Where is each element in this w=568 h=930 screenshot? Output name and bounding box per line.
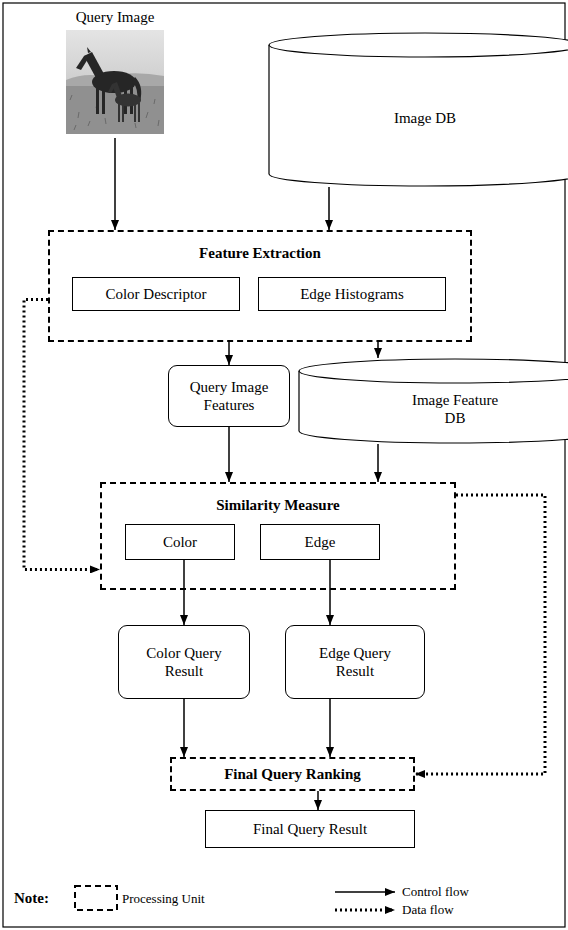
node-label: Feature Extraction (50, 244, 470, 262)
query-photo (66, 30, 164, 134)
node-label: Similarity Measure (102, 496, 454, 514)
processing-unit: Similarity MeasureColor Edge (100, 482, 456, 590)
feature-box: Edge Histograms (258, 277, 446, 311)
data-flow-arrow (415, 495, 545, 774)
node-label: Color Descriptor (105, 285, 206, 303)
control-flow-arrow (328, 187, 330, 230)
legend-text: Processing Unit (122, 891, 205, 907)
node-label: Edge Query Result (309, 644, 401, 680)
query-image: Query Image (63, 8, 167, 138)
control-flow-arrow (183, 699, 185, 757)
legend-control-sample (335, 891, 395, 893)
database-cylinder: Image DB (268, 32, 568, 187)
control-flow-arrow (377, 444, 379, 482)
legend-data-sample (335, 909, 395, 912)
node-label: Image DB (394, 109, 456, 127)
connector-group (24, 138, 545, 810)
cylinder-top (299, 359, 568, 383)
note-label: Note: (14, 889, 49, 907)
processing-unit: Final Query Ranking (170, 757, 415, 791)
control-flow-arrow (317, 791, 319, 810)
control-flow-arrow (228, 342, 230, 365)
control-flow-arrow (228, 427, 230, 482)
node-label: Edge (305, 533, 336, 551)
database-cylinder: Image Feature DB (298, 358, 568, 444)
horse-foal (108, 82, 141, 122)
node-label: Color (163, 533, 197, 551)
photo-grass (70, 95, 159, 130)
node-label: Query Image (63, 8, 167, 26)
result-box: Color Query Result (118, 625, 250, 699)
measure-box: Edge (260, 524, 380, 560)
node-label: Image Feature DB (407, 391, 503, 427)
result-box: Query Image Features (168, 365, 290, 427)
node-label: Query Image Features (179, 378, 279, 414)
result-box: Edge Query Result (285, 625, 425, 699)
cylinder-body (269, 45, 568, 186)
result-box: Final Query Result (205, 810, 415, 848)
control-flow-arrow (329, 699, 331, 757)
photo-ground (66, 86, 164, 134)
control-flow-arrow (329, 560, 331, 625)
legend-text: Control flow (402, 884, 469, 900)
node-label: Color Query Result (138, 644, 230, 680)
node-label: Edge Histograms (300, 285, 404, 303)
photo-sky (66, 30, 164, 134)
measure-box: Color (125, 524, 235, 560)
legend-text: Data flow (402, 902, 454, 918)
control-flow-arrow (114, 138, 116, 230)
node-label: Final Query Result (253, 820, 367, 838)
horse-mare (76, 47, 141, 114)
control-flow-arrow (377, 342, 379, 358)
node-label: Final Query Ranking (224, 765, 361, 783)
cylinder-top (269, 33, 568, 57)
feature-box: Color Descriptor (72, 277, 240, 311)
data-flow-arrow (24, 299, 100, 569)
legend-processing-sample (75, 886, 117, 910)
processing-unit: Feature ExtractionColor Descriptor Edge H… (48, 230, 472, 342)
control-flow-arrow (183, 560, 185, 625)
